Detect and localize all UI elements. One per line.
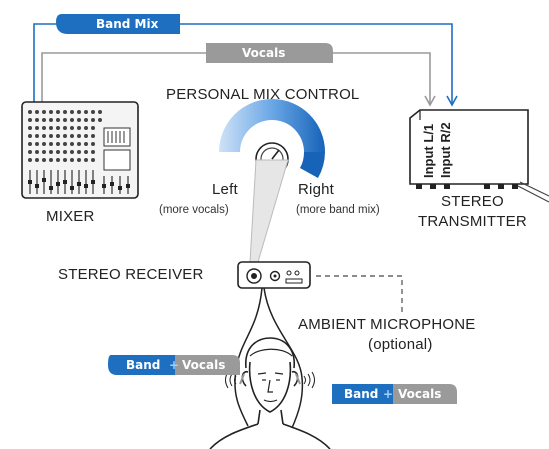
earphone-mix-left-text: Band + Vocals (108, 355, 240, 375)
vocals-word: Vocals (398, 387, 442, 401)
band-mix-tag (56, 14, 180, 34)
transmitter-label-line1: STEREO (441, 193, 504, 210)
band-word: Band (126, 358, 161, 372)
earphone-mix-right-text: Band + Vocals (332, 384, 457, 404)
person-with-earphones (209, 337, 331, 449)
vocals-label-box: Vocals (206, 43, 333, 63)
band-word: Band (344, 387, 379, 401)
vocals-tag (206, 43, 333, 63)
knob-left-sublabel: (more vocals) (159, 204, 229, 216)
input-r-label: Input R/2 (438, 122, 453, 178)
vocals-label: Vocals (242, 46, 286, 60)
band-mix-signal-line (33, 23, 458, 107)
plus-sign: + (383, 387, 394, 401)
zoom-callout (249, 159, 289, 263)
ambient-mic-label: AMBIENT MICROPHONE (298, 316, 476, 333)
band-mix-label: Band Mix (96, 17, 159, 31)
band-mix-label-box: Band Mix (56, 14, 180, 34)
knob-left-label: Left (212, 181, 238, 198)
knob-right-sublabel: (more band mix) (296, 204, 380, 216)
plus-sign: + (169, 358, 180, 372)
earphone-mix-tag-left (108, 355, 240, 375)
knob-right-label: Right (298, 181, 335, 198)
mixer-icon (21, 101, 139, 199)
personal-mix-control-title: PERSONAL MIX CONTROL (166, 86, 360, 103)
stereo-transmitter-icon: Input L/1 Input R/2 (409, 109, 549, 203)
stereo-receiver-icon (237, 261, 311, 289)
earphone-cable (234, 287, 304, 429)
stereo-receiver-label: STEREO RECEIVER (58, 266, 204, 283)
transmitter-label-line2: TRANSMITTER (418, 213, 527, 230)
ambient-mic-optional: (optional) (368, 336, 433, 353)
sound-wave-right-icon (303, 371, 315, 389)
mixer-label: MIXER (46, 208, 95, 225)
vocals-word: Vocals (182, 358, 226, 372)
ambient-mic-link (316, 275, 403, 312)
earphone-mix-tag-right (332, 384, 457, 404)
input-l-label: Input L/1 (421, 124, 436, 178)
mix-control-arc (219, 99, 325, 152)
